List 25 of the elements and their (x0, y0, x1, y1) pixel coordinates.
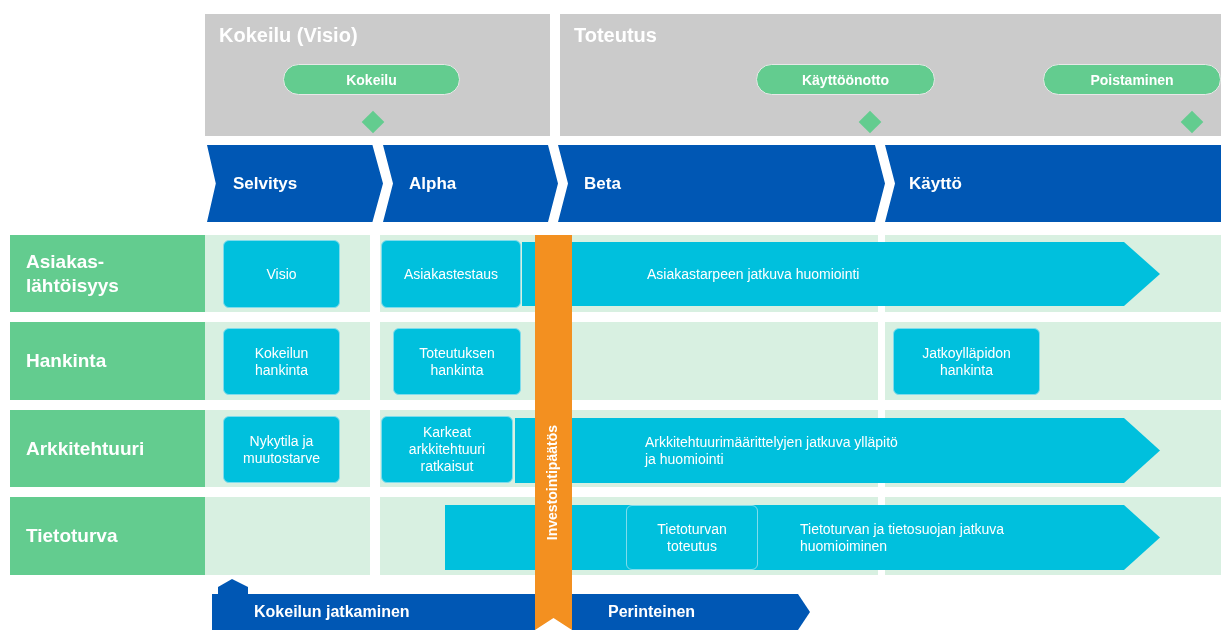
phase-banner: Käyttö (885, 145, 1221, 222)
row-header: Asiakas- lähtöisyys (10, 235, 205, 312)
task-label: Tietoturvan ja tietosuojan jatkuva huomioiminen (800, 520, 1006, 555)
task-box: Tietoturvan toteutus (626, 505, 758, 570)
phase-banner: Selvitys (207, 145, 383, 222)
task-box: Jatkoylläpidon hankinta (893, 328, 1040, 395)
track-banner: Perinteinen (572, 594, 810, 630)
task-box: Karkeat arkkitehtuuri ratkaisut (381, 416, 513, 483)
task-box: Asiakastestaus (381, 240, 521, 308)
row-header: Tietoturva (10, 497, 205, 575)
milestone-pill: Poistaminen (1043, 64, 1221, 95)
task-box: Nykytila ja muutostarve (223, 416, 340, 483)
decision-bar (535, 235, 572, 630)
phase-banner: Beta (558, 145, 885, 222)
phase-band (205, 14, 550, 136)
row-header: Arkkitehtuuri (10, 410, 205, 487)
phase-banner: Alpha (383, 145, 558, 222)
milestone-pill: Kokeilu (283, 64, 460, 95)
task-box: Visio (223, 240, 340, 308)
phase-band (560, 14, 1221, 136)
task-box: Kokeilun hankinta (223, 328, 340, 395)
milestone-pill: Käyttöönotto (756, 64, 935, 95)
track-banner: Kokeilun jatkaminen (212, 579, 535, 630)
task-box: Toteutuksen hankinta (393, 328, 521, 395)
row-header: Hankinta (10, 322, 205, 400)
